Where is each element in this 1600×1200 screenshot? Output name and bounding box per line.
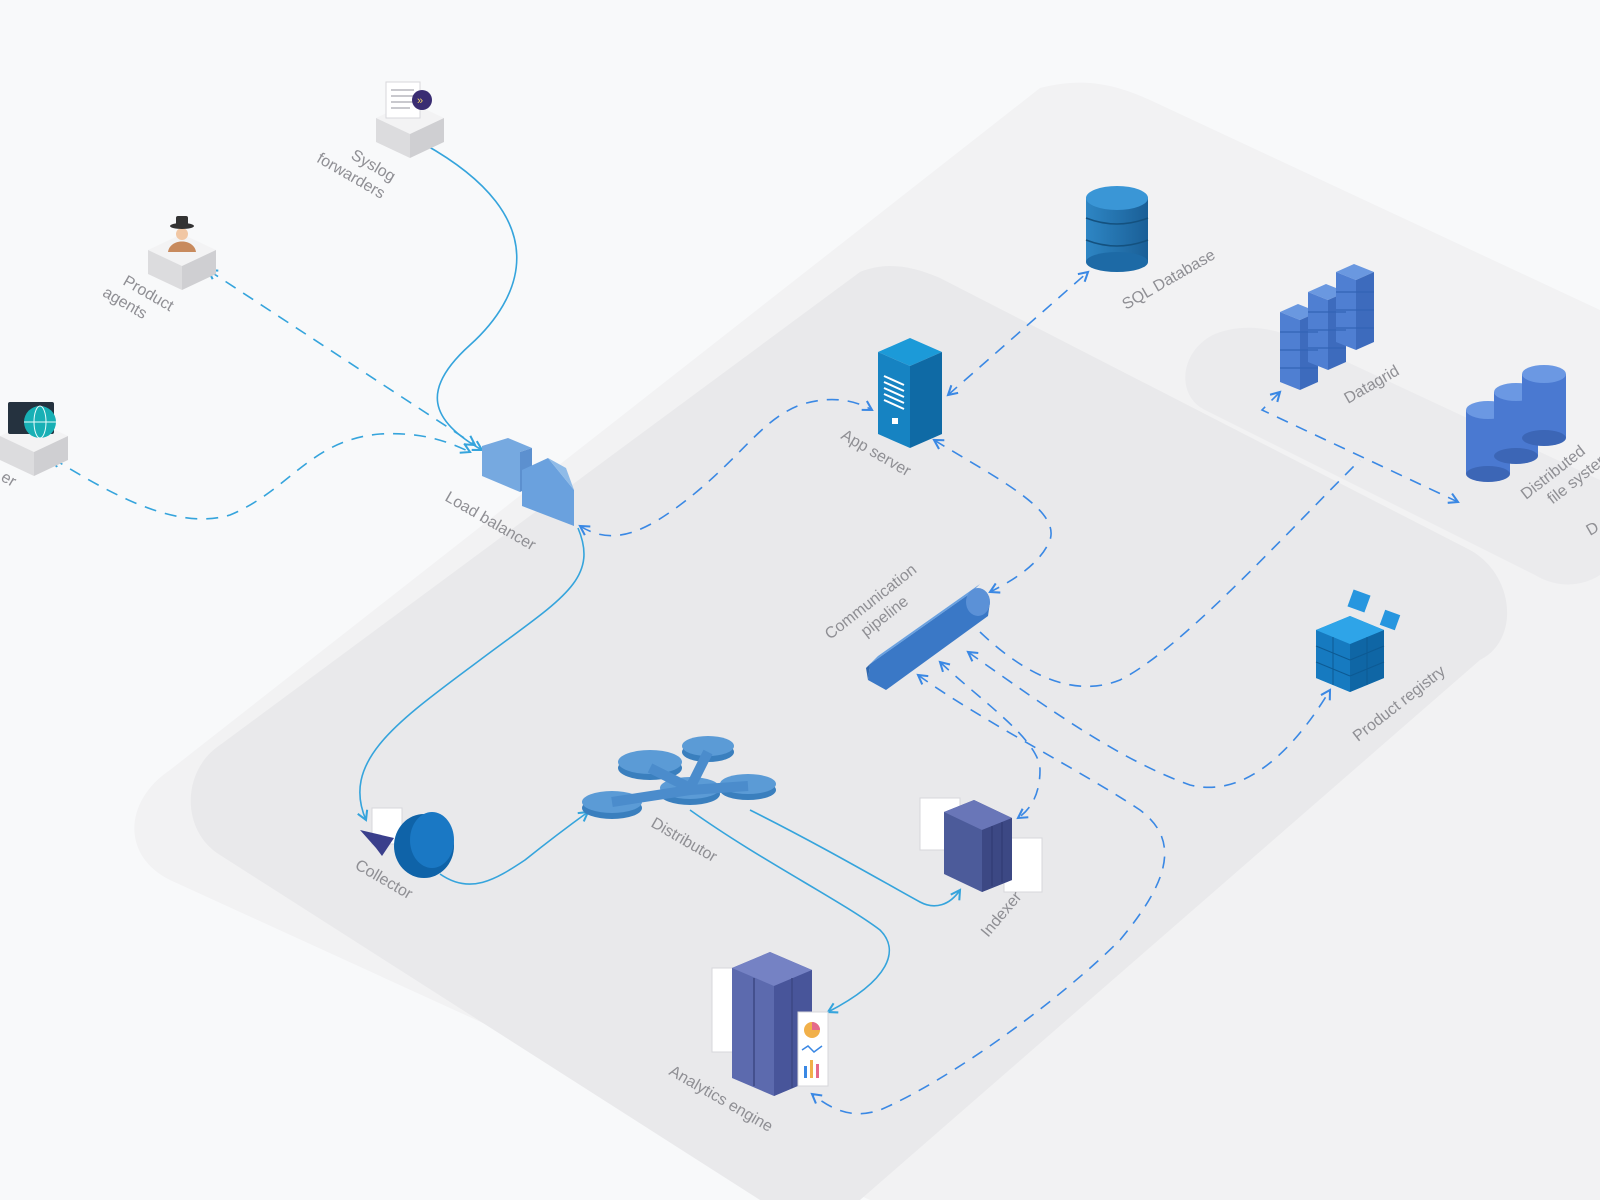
indexer-node[interactable]: [919, 797, 1043, 893]
forward-icon: [412, 90, 432, 110]
link-pipeline-storage: [979, 459, 1361, 688]
communication-pipeline-node[interactable]: [866, 584, 990, 690]
link-datagrid-dfs: [1260, 390, 1460, 504]
product-agents-node[interactable]: [148, 216, 216, 290]
chart-report-icon: [797, 1011, 829, 1087]
registry-block-2: [1379, 609, 1401, 631]
server-slots-icon: [883, 375, 905, 410]
datagrid-stack-3: [1336, 264, 1374, 350]
link-loadbalancer-appserver: [578, 398, 874, 537]
svg-text:»: »: [417, 95, 423, 107]
agent-spy-icon: [168, 216, 196, 252]
left-partial-label: er: [0, 469, 19, 491]
app-server-node[interactable]: [878, 338, 942, 448]
datagrid-node[interactable]: [1280, 264, 1374, 390]
dashed-links: [50, 268, 1460, 1115]
link-agents-loadbalancer: [206, 268, 477, 447]
analytics-engine-node[interactable]: [711, 952, 829, 1096]
product-registry-node[interactable]: [1315, 589, 1401, 692]
distributor-node[interactable]: [582, 736, 776, 819]
link-pipeline-analytics: [810, 673, 1166, 1115]
link-collector-distributor: [439, 810, 590, 885]
sql-database-node[interactable]: [1085, 186, 1149, 272]
link-appserver-sqldb: [946, 270, 1090, 397]
arrow-in-icon: [360, 830, 394, 856]
collector-node[interactable]: [360, 807, 454, 878]
dfs-cylinder-2: [1494, 383, 1538, 464]
left-partial-node[interactable]: [0, 402, 68, 476]
link-syslog-loadbalancer: [423, 143, 518, 452]
link-loadbalancer-collector: [357, 527, 585, 822]
link-left-loadbalancer: [50, 432, 472, 520]
link-pipeline-registry: [966, 650, 1332, 789]
dfs-cylinder-3: [1522, 365, 1566, 446]
distributed-file-system-node[interactable]: [1466, 365, 1566, 482]
registry-block-1: [1347, 589, 1371, 613]
syslog-forwarders-node[interactable]: »: [376, 81, 444, 158]
load-balancer-node[interactable]: [482, 438, 574, 526]
link-pipeline-indexer: [938, 660, 1041, 820]
link-appserver-pipeline: [932, 438, 1052, 594]
